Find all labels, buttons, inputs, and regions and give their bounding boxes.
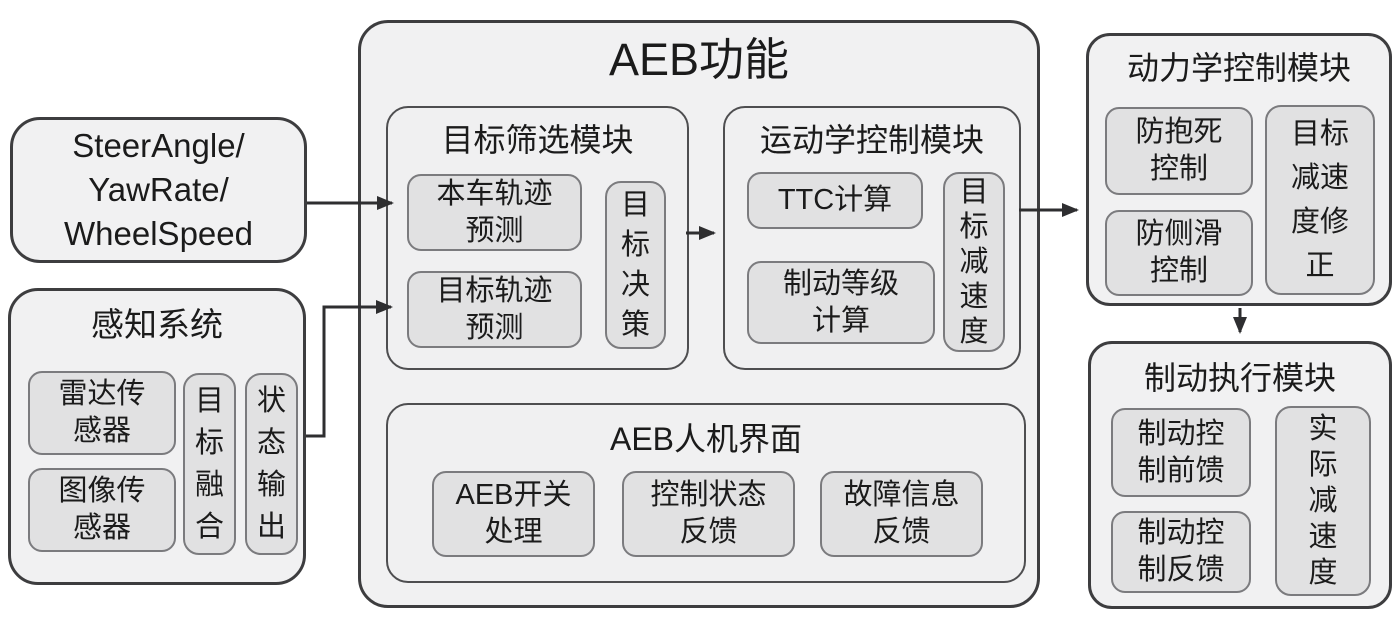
kinematics-control-title: 运动学控制模块	[759, 122, 984, 158]
brake-control-feedback-box: 制动控 制反馈	[1111, 511, 1251, 593]
perception-system-title: 感知系统	[91, 306, 223, 343]
aeb-function-title: AEB功能	[608, 34, 790, 85]
aeb-switch-processing-box: AEB开关 处理	[432, 471, 595, 557]
control-status-feedback-box: 控制状态 反馈	[622, 471, 795, 557]
aeb-hmi-title: AEB人机界面	[609, 421, 803, 457]
target-decel-correction-box: 目标 减速 度修 正	[1265, 105, 1375, 295]
target-decision-box: 目 标 决 策	[605, 181, 666, 349]
radar-sensor-box: 雷达传 感器	[28, 371, 176, 455]
ego-trajectory-prediction-box: 本车轨迹 预测	[407, 174, 582, 251]
status-output-box: 状 态 输 出	[245, 373, 298, 555]
target-fusion-box: 目 标 融 合	[183, 373, 236, 555]
vehicle-signals-box: SteerAngle/ YawRate/ WheelSpeed	[10, 117, 307, 263]
kinematics-control-module: 运动学控制模块 TTC计算 制动等级 计算 目 标 减 速 度	[723, 106, 1021, 370]
fault-info-feedback-box: 故障信息 反馈	[820, 471, 983, 557]
brake-execution-title: 制动执行模块	[1143, 360, 1336, 396]
ttc-calculation-box: TTC计算	[747, 172, 923, 229]
aeb-hmi-box: AEB人机界面 AEB开关 处理 控制状态 反馈 故障信息 反馈	[386, 403, 1026, 583]
target-trajectory-prediction-box: 目标轨迹 预测	[407, 271, 582, 348]
target-screening-module: 目标筛选模块 本车轨迹 预测 目标轨迹 预测 目 标 决 策	[386, 106, 689, 370]
brake-level-calculation-box: 制动等级 计算	[747, 261, 935, 344]
brake-control-feedforward-box: 制动控 制前馈	[1111, 408, 1251, 497]
dynamics-control-module: 动力学控制模块 防抱死 控制 防侧滑 控制 目标 减速 度修 正	[1086, 33, 1392, 306]
image-sensor-box: 图像传 感器	[28, 468, 176, 552]
dynamics-control-title: 动力学控制模块	[1126, 50, 1351, 86]
antilock-control-box: 防抱死 控制	[1105, 107, 1253, 195]
antiskid-control-box: 防侧滑 控制	[1105, 210, 1253, 296]
target-screening-title: 目标筛选模块	[441, 122, 634, 158]
brake-execution-module: 制动执行模块 制动控 制前馈 制动控 制反馈 实 际 减 速 度	[1088, 341, 1392, 609]
perception-system-box: 感知系统 雷达传 感器 图像传 感器 目 标 融 合 状 态 输 出	[8, 288, 306, 585]
target-deceleration-box: 目 标 减 速 度	[943, 172, 1005, 352]
actual-deceleration-box: 实 际 减 速 度	[1275, 406, 1371, 596]
aeb-function-box: AEB功能 目标筛选模块 本车轨迹 预测 目标轨迹 预测 目 标 决 策 运动学…	[358, 20, 1040, 608]
